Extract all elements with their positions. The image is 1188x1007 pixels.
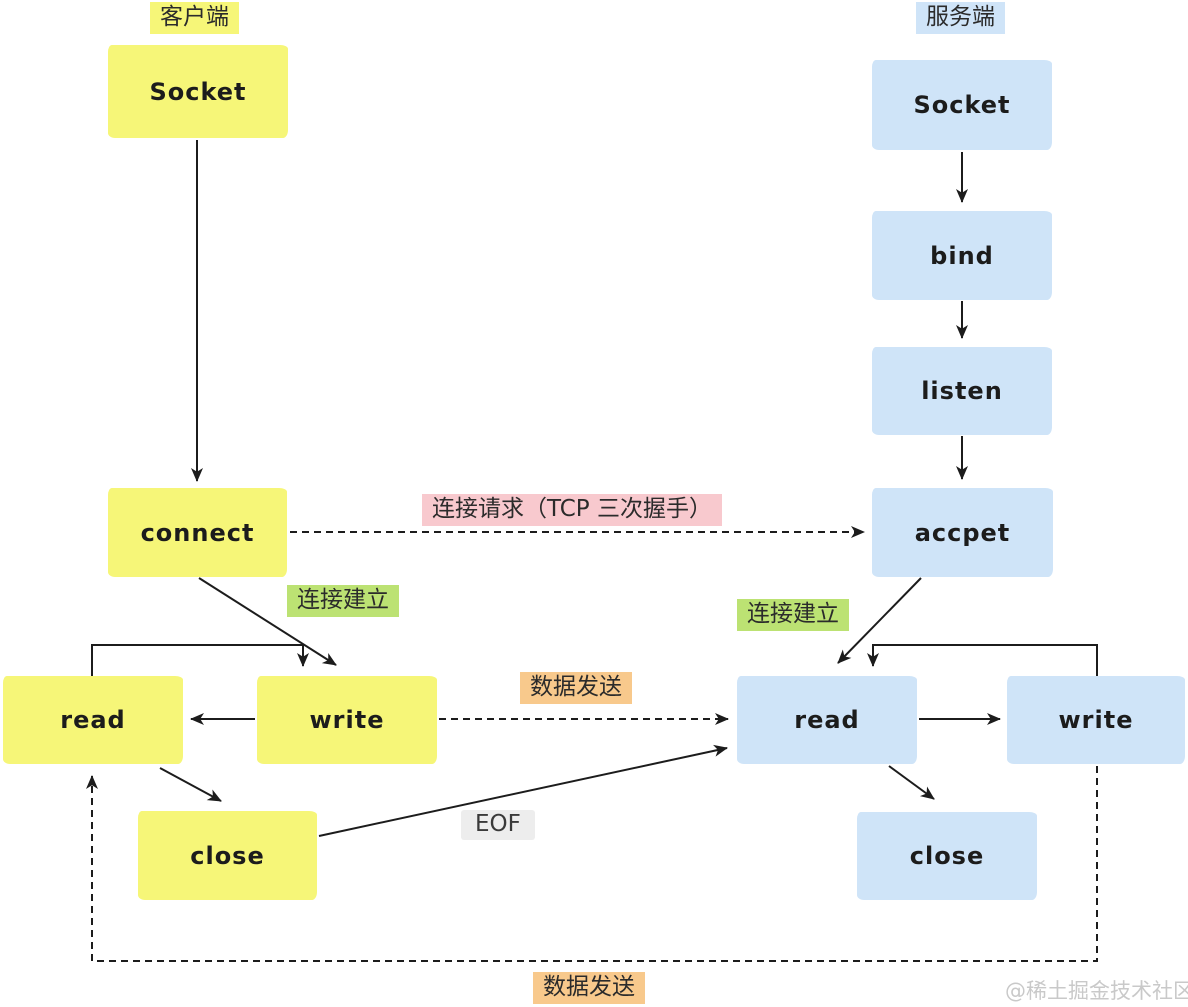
watermark-text: @稀土掘金技术社区	[1005, 979, 1188, 1003]
server-column-label: 服务端	[916, 2, 1005, 34]
eof-edge-label: EOF	[461, 810, 535, 840]
server-bind-node: bind	[872, 211, 1052, 300]
arrow-client-read-to-close	[159, 767, 222, 802]
client-column-label: 客户端	[150, 2, 239, 34]
data-send-bottom-label: 数据发送	[533, 972, 645, 1004]
arrow-accpet-to-server-read	[837, 577, 922, 664]
server-socket-node: Socket	[872, 60, 1052, 150]
client-socket-node: Socket	[108, 45, 288, 138]
arrow-server-read-to-close	[888, 765, 935, 800]
client-write-node: write	[257, 676, 437, 764]
client-connect-node: connect	[108, 488, 287, 577]
arrow-connect-to-client-write	[198, 577, 337, 666]
connection-established-left-label: 连接建立	[287, 585, 399, 617]
handshake-edge-label: 连接请求（TCP 三次握手）	[422, 494, 722, 526]
server-write-node: write	[1007, 676, 1185, 764]
data-send-top-label: 数据发送	[520, 672, 632, 704]
server-accpet-node: accpet	[872, 488, 1053, 577]
arrow-close-to-server-read-eof	[318, 744, 728, 837]
server-read-node: read	[737, 676, 917, 764]
arrow-client-read-to-write-loop	[91, 644, 309, 676]
arrow-server-write-to-client-read-dashed	[86, 766, 1098, 962]
client-close-node: close	[138, 811, 317, 900]
client-read-node: read	[3, 676, 183, 764]
connection-established-right-label: 连接建立	[737, 599, 849, 631]
server-listen-node: listen	[872, 347, 1052, 435]
arrow-server-write-to-read-loop	[867, 644, 1098, 676]
server-close-node: close	[857, 812, 1037, 900]
